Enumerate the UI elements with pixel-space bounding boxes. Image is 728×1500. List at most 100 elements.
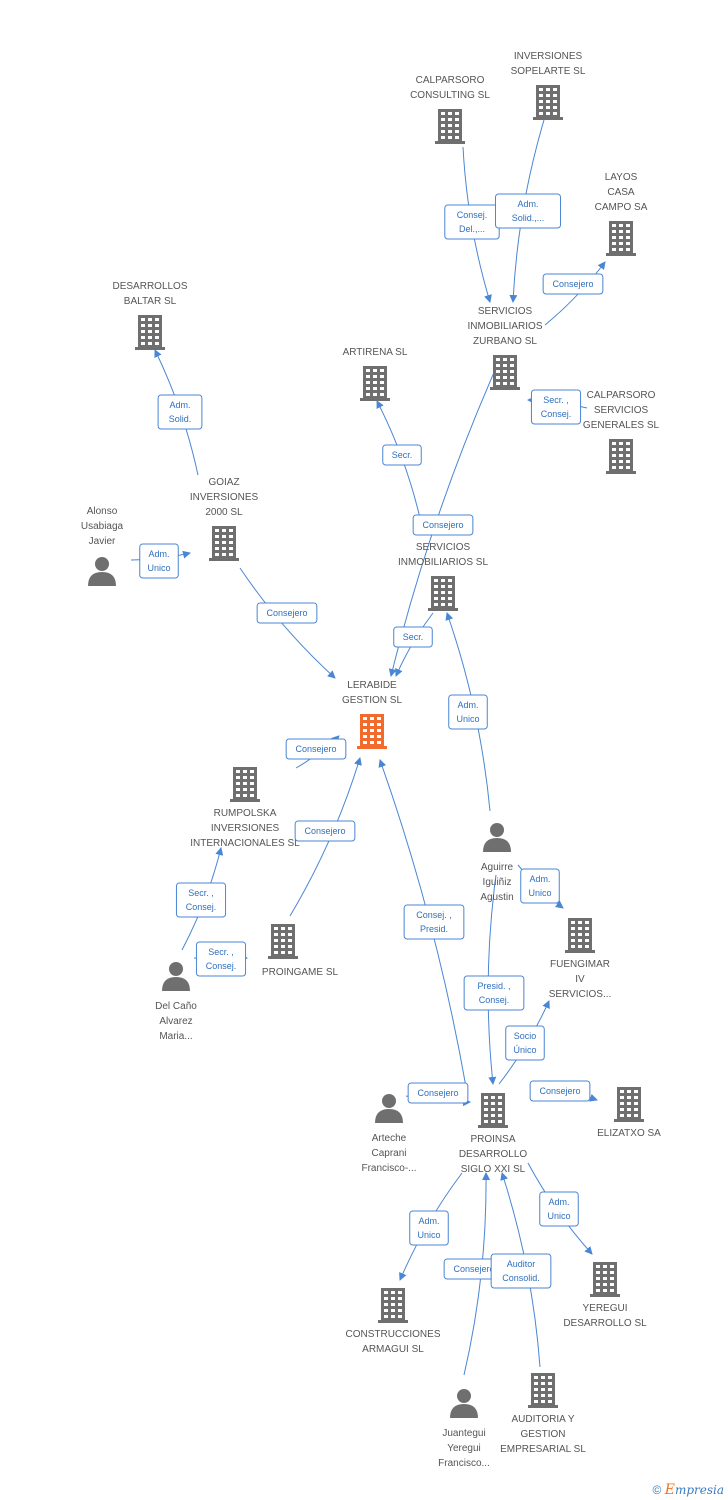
building-window xyxy=(498,1108,502,1111)
edge-label-box[interactable] xyxy=(529,1080,591,1102)
node-artirena[interactable]: ARTIRENA SL xyxy=(343,347,408,401)
edge-label-arteche-to-proinsa[interactable]: Consejero xyxy=(407,1082,469,1104)
edge-label-box[interactable] xyxy=(495,193,561,229)
edge-label-text: Adm. xyxy=(548,1197,569,1207)
edge-label-box[interactable] xyxy=(542,273,604,295)
node-label: SERVICIOS xyxy=(478,306,533,317)
building-window xyxy=(288,945,292,948)
edge-label-aguirre-to-servicios-inmobiliarios[interactable]: Adm.Unico xyxy=(448,694,488,730)
edge-label-proinsa-to-elizatxo[interactable]: Consejero xyxy=(529,1080,591,1102)
node-label: BALTAR SL xyxy=(124,296,177,307)
building-window xyxy=(236,770,240,773)
edge-label-aguirre-to-proinsa[interactable]: Presid. ,Consej. xyxy=(463,975,525,1011)
edge-label-box[interactable] xyxy=(448,694,488,730)
edge-label-box[interactable] xyxy=(157,394,203,430)
building-window xyxy=(141,318,145,321)
building-window xyxy=(281,927,285,930)
node-juantegui[interactable]: JuanteguiYereguiFrancisco... xyxy=(438,1389,490,1469)
building-window xyxy=(498,1114,502,1117)
edge-label-text: Consolid. xyxy=(502,1273,540,1283)
edge-label-servicios-inmobiliarios-to-artirena[interactable]: Secr. xyxy=(382,444,422,466)
node-elizatxo[interactable]: ELIZATXO SA xyxy=(597,1087,661,1139)
node-fuengimar[interactable]: FUENGIMARIVSERVICIOS... xyxy=(549,918,612,1000)
alonso-person-icon xyxy=(88,557,116,586)
edge-label-calparsoro-consulting-to-servicios-zurbano[interactable]: Consej.Del.,... xyxy=(444,204,500,240)
edge-label-box[interactable] xyxy=(256,602,318,624)
edge-label-alonso-to-goiaz[interactable]: Adm.Unico xyxy=(139,543,179,579)
node-proingame[interactable]: PROINGAME SL xyxy=(262,924,339,978)
edge-label-servicios-zurbano-to-lerabide[interactable]: Consejero xyxy=(412,514,474,536)
edge-label-box[interactable] xyxy=(520,868,560,904)
edge-label-calparsoro-servicios-to-servicios-zurbano[interactable]: Secr. ,Consej. xyxy=(530,389,582,425)
edge-label-box[interactable] xyxy=(530,389,582,425)
building-window xyxy=(281,939,285,942)
edge-label-goiaz-to-lerabide[interactable]: Consejero xyxy=(256,602,318,624)
edge-label-box[interactable] xyxy=(463,975,525,1011)
person-body xyxy=(375,1109,403,1123)
building-window xyxy=(548,1376,552,1379)
building-window xyxy=(503,376,507,379)
building-window xyxy=(596,1283,600,1286)
building-base xyxy=(533,117,563,120)
edge-label-box[interactable] xyxy=(539,1191,579,1227)
building-window xyxy=(491,1120,495,1123)
node-arteche[interactable]: ArtecheCapraniFrancisco-... xyxy=(361,1094,417,1174)
edge-label-proinsa-to-lerabide[interactable]: Consej. ,Presid. xyxy=(403,904,465,940)
building-window xyxy=(448,124,452,127)
edge-label-box[interactable] xyxy=(505,1025,545,1061)
node-label: Del Caño xyxy=(155,1001,197,1012)
edge-label-box[interactable] xyxy=(403,904,465,940)
edge-label-inversiones-sopelarte-to-servicios-zurbano[interactable]: Adm.Solid.,... xyxy=(495,193,561,229)
edge-label-box[interactable] xyxy=(382,444,422,466)
edge-label-box[interactable] xyxy=(175,882,227,918)
edge-label-aguirre-to-fuengimar[interactable]: Adm.Unico xyxy=(520,868,560,904)
building-window xyxy=(434,597,438,600)
building-window xyxy=(215,541,219,544)
building-window xyxy=(619,248,623,251)
edge-label-box[interactable] xyxy=(412,514,474,536)
edge-label-box[interactable] xyxy=(409,1210,449,1246)
edge-label-proinsa-to-yeregui-desarrollo[interactable]: Adm.Unico xyxy=(539,1191,579,1227)
edge-label-box[interactable] xyxy=(407,1082,469,1104)
building-window xyxy=(370,741,374,744)
edge-label-servicios-inmobiliarios-to-lerabide[interactable]: Secr. xyxy=(393,626,433,648)
edge-label-servicios-zurbano-to-layos-casa-campo[interactable]: Consejero xyxy=(542,273,604,295)
building-window xyxy=(626,460,630,463)
edge-label-text: Adm. xyxy=(418,1216,439,1226)
edge-label-box[interactable] xyxy=(393,626,433,648)
node-label: EMPRESARIAL SL xyxy=(500,1444,586,1455)
building-window xyxy=(612,248,616,251)
edge-label-rumpolska-to-lerabide[interactable]: Consejero xyxy=(285,738,347,760)
building-window xyxy=(384,1309,388,1312)
edge-label-box[interactable] xyxy=(285,738,347,760)
edge-label-box[interactable] xyxy=(490,1253,552,1289)
edge-label-box[interactable] xyxy=(139,543,179,579)
edge-label-del-cano-to-rumpolska[interactable]: Secr. ,Consej. xyxy=(175,882,227,918)
edge-label-proingame-to-lerabide[interactable]: Consejero xyxy=(294,820,356,842)
person-head xyxy=(490,823,504,837)
edge-label-box[interactable] xyxy=(195,941,247,977)
edge-label-proinsa-to-construcciones-armagui[interactable]: Adm.Unico xyxy=(409,1210,449,1246)
edge-label-goiaz-to-desarrollos-baltar[interactable]: Adm.Solid. xyxy=(157,394,203,430)
edge-label-box[interactable] xyxy=(294,820,356,842)
edge-label-del-cano-to-proingame[interactable]: Secr. ,Consej. xyxy=(195,941,247,977)
edge-label-text: Adm. xyxy=(457,700,478,710)
node-del-cano[interactable]: Del CañoAlvarezMaria... xyxy=(155,962,197,1042)
